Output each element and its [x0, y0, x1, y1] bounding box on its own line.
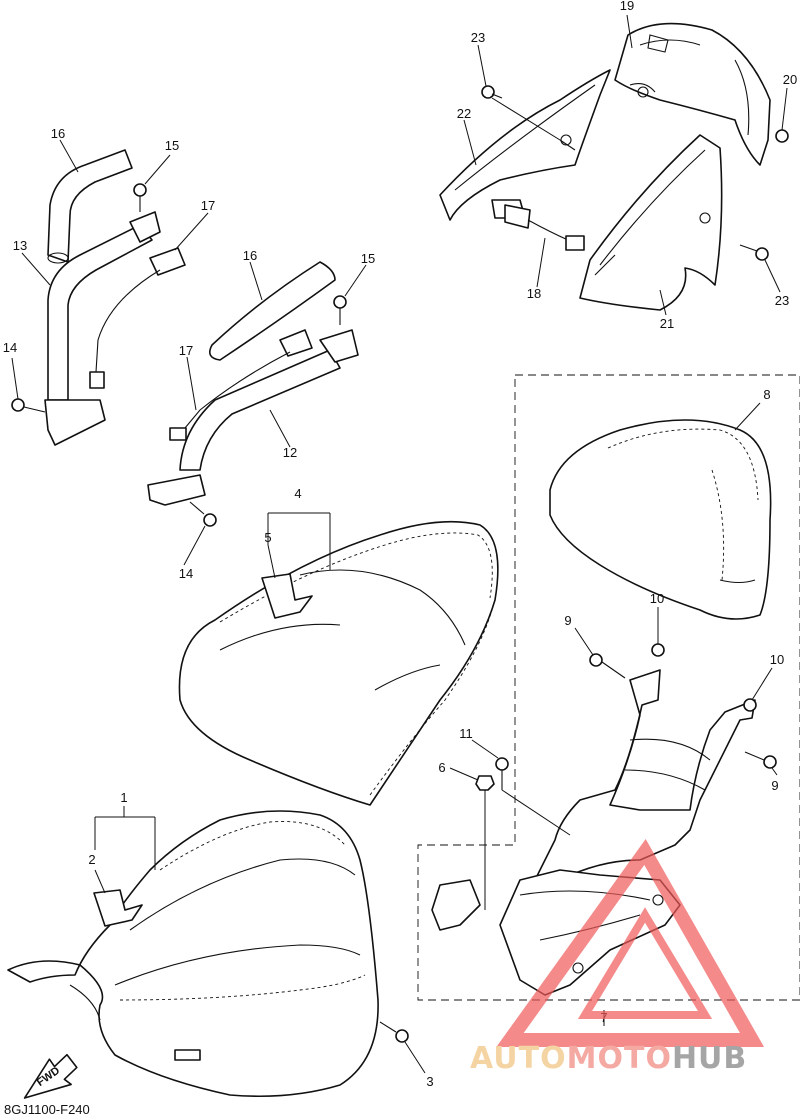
part-12-grab-bar[interactable]	[147, 329, 359, 506]
backrest-group-box	[417, 374, 800, 1001]
bolt-23-top[interactable]	[481, 85, 503, 99]
callout-23-top: 23	[471, 30, 485, 45]
leader-lines	[11, 14, 788, 1074]
part-19-rear-cover[interactable]	[614, 22, 771, 166]
part-16-grip-right[interactable]	[209, 261, 336, 361]
part-18-wire-harness[interactable]	[491, 199, 585, 251]
callout-15-left: 15	[165, 138, 179, 153]
callout-8: 8	[763, 387, 770, 402]
part-16-grip-left[interactable]	[47, 149, 133, 264]
callout-15-right: 15	[361, 251, 375, 266]
callout-16-left: 16	[51, 126, 65, 141]
svg-text:AUTOMOTOHUB: AUTOMOTOHUB	[470, 1041, 747, 1076]
callout-16-right: 16	[243, 248, 257, 263]
bolt-10-upper[interactable]	[651, 643, 665, 657]
callout-17-right: 17	[179, 343, 193, 358]
callout-11: 11	[459, 726, 473, 741]
diagram-code: 8GJ1100-F240	[4, 1102, 90, 1117]
watermark-moto: MOTO	[567, 1041, 672, 1076]
bolt-15-right[interactable]	[333, 295, 347, 325]
bolt-3[interactable]	[379, 1021, 409, 1043]
watermark-triangle-inner	[577, 907, 713, 1019]
part-4-rear-seat[interactable]	[178, 520, 499, 806]
watermark-auto: AUTO	[470, 1041, 567, 1076]
bolt-10-right[interactable]	[743, 698, 757, 712]
bolt-15-left[interactable]	[133, 183, 147, 212]
bolt-20[interactable]	[775, 129, 789, 143]
callout-14-left: 14	[3, 340, 17, 355]
callout-19: 19	[620, 0, 634, 13]
part-2-seat-tab[interactable]	[93, 889, 143, 927]
bolt-11[interactable]	[495, 757, 509, 790]
callout-9-right: 9	[771, 778, 778, 793]
bolt-9-right[interactable]	[744, 751, 777, 769]
callout-21: 21	[660, 316, 674, 331]
callout-17-left: 17	[201, 198, 215, 213]
part-17-heater-left[interactable]	[89, 247, 186, 389]
callout-12: 12	[283, 445, 297, 460]
callout-4: 4	[294, 486, 301, 501]
bolt-14-right[interactable]	[189, 501, 217, 527]
part-22-side-cover[interactable]	[439, 69, 611, 221]
watermark-hub: HUB	[672, 1041, 747, 1076]
callout-9-upper: 9	[564, 613, 571, 628]
callout-6: 6	[438, 760, 445, 775]
part-5-seat-tab[interactable]	[261, 573, 313, 619]
callout-10-upper: 10	[650, 591, 664, 606]
part-21-side-cover[interactable]	[579, 134, 723, 311]
fwd-arrow: FWD	[23, 1053, 78, 1099]
callout-10-right: 10	[770, 652, 784, 667]
part-13-grab-bar[interactable]	[44, 211, 161, 446]
part-17-heater-right[interactable]	[169, 329, 313, 441]
callout-3: 3	[426, 1074, 433, 1089]
callout-22: 22	[457, 106, 471, 121]
callout-14-right: 14	[179, 566, 193, 581]
callout-13: 13	[13, 238, 27, 253]
callout-labels: 19 20 23 22 18 21 23 16 15 17 13 14 16 1…	[3, 0, 797, 1089]
callout-20: 20	[783, 72, 797, 87]
bolt-23-right[interactable]	[739, 244, 769, 261]
callout-2: 2	[88, 852, 95, 867]
callout-18: 18	[527, 286, 541, 301]
part-1-front-seat[interactable]	[7, 810, 379, 1098]
bolt-9-upper[interactable]	[589, 653, 626, 679]
watermark-logo: AUTOMOTOHUB	[470, 839, 765, 1076]
watermark-triangle	[496, 839, 765, 1047]
callout-1: 1	[120, 790, 127, 805]
callout-5: 5	[264, 530, 271, 545]
part-8-backrest[interactable]	[549, 419, 772, 620]
callout-23-right: 23	[775, 293, 789, 308]
nut-6[interactable]	[475, 775, 495, 791]
bolt-14-left[interactable]	[11, 398, 46, 413]
